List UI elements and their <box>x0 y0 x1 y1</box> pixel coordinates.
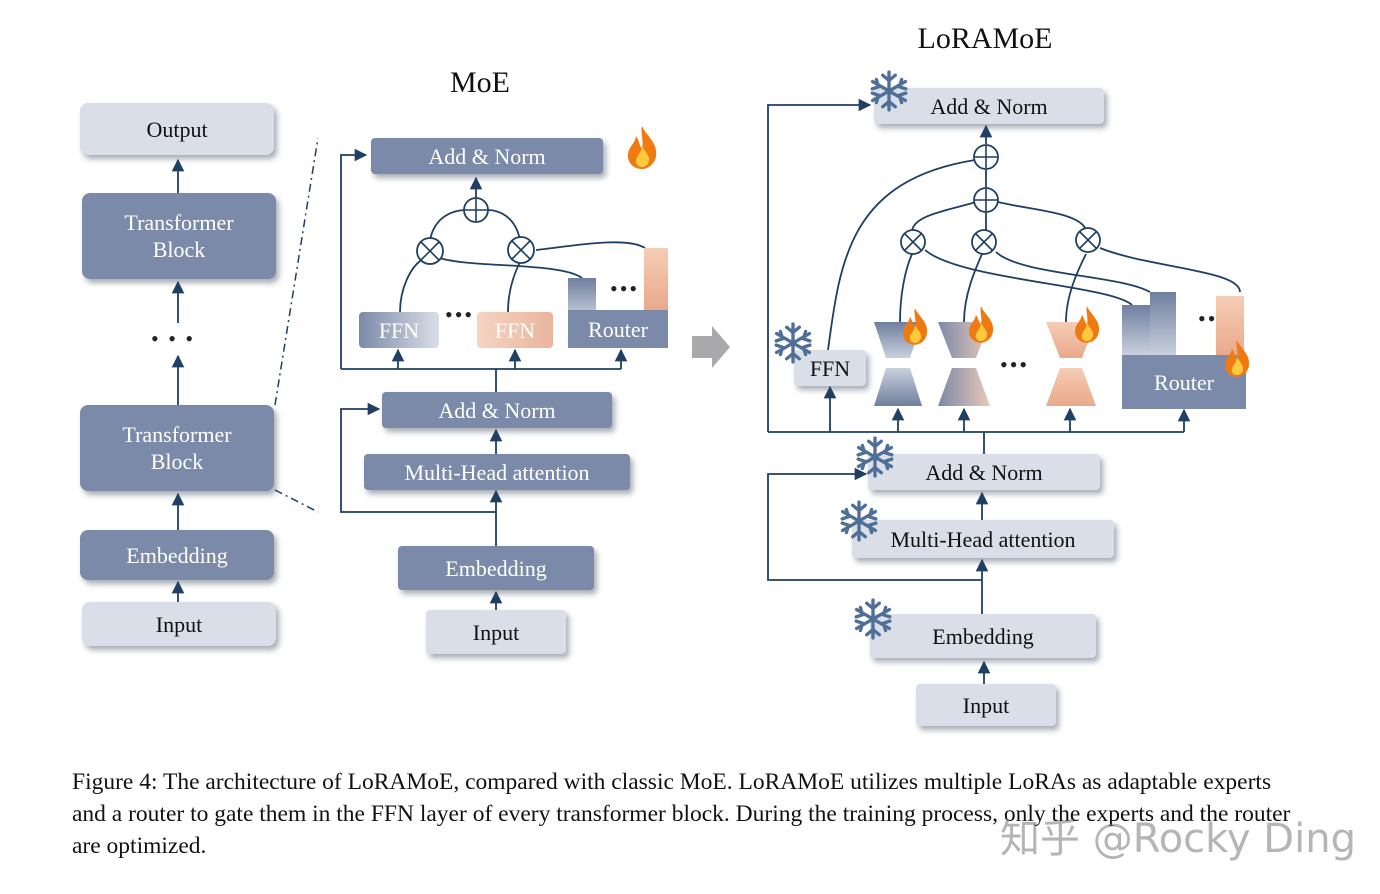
moe-embedding-label: Embedding <box>445 555 547 581</box>
left-embedding-box: Embedding <box>80 530 274 580</box>
lora-expert-3 <box>1046 322 1096 406</box>
flame-icon <box>964 304 998 349</box>
loramoe-embedding-label: Embedding <box>932 623 1034 649</box>
moe-ffn-2: FFN <box>477 312 553 348</box>
flame-icon <box>1220 338 1254 383</box>
loramoe-router: Router <box>1122 355 1246 409</box>
flame-icon <box>1070 304 1104 349</box>
moe-add-norm-top: Add & Norm <box>371 138 603 174</box>
moe-router: Router <box>568 310 668 348</box>
moe-add-norm-bottom: Add & Norm <box>382 392 612 428</box>
moe-ffn-2-label: FFN <box>494 317 536 343</box>
transformer-block-top-label: Transformer Block <box>124 210 234 262</box>
figure-caption: Figure 4: The architecture of LoRAMoE, c… <box>72 769 1291 859</box>
moe-router-label: Router <box>588 316 648 342</box>
moe-attention-label: Multi-Head attention <box>404 459 590 485</box>
transformer-block-top: Transformer Block <box>82 193 276 279</box>
snowflake-icon <box>852 598 894 645</box>
loramoe-router-label: Router <box>1154 369 1214 395</box>
moe-attention: Multi-Head attention <box>364 454 630 490</box>
loramoe-add-norm-bottom-label: Add & Norm <box>925 459 1043 485</box>
moe-ffn-1: FFN <box>359 312 439 348</box>
loramoe-input: Input <box>916 684 1056 726</box>
moe-input: Input <box>426 610 566 654</box>
flame-icon <box>622 124 662 175</box>
loramoe-title: LoRAMoE <box>917 22 1053 55</box>
loramoe-input-label: Input <box>962 692 1010 718</box>
flame-icon <box>898 306 932 351</box>
snowflake-icon <box>838 500 880 547</box>
loramoe-attention: Multi-Head attention <box>852 520 1114 558</box>
loramoe-add-norm-top-label: Add & Norm <box>930 93 1048 119</box>
loramoe-dots-2: •• <box>1198 306 1218 331</box>
transformer-block-bottom-label: Transformer Block <box>122 422 232 474</box>
left-embedding-label: Embedding <box>126 542 228 568</box>
moe-title: MoE <box>450 66 510 99</box>
moe-add-norm-top-label: Add & Norm <box>428 143 546 169</box>
moe-input-label: Input <box>472 619 520 645</box>
output-label: Output <box>146 116 208 142</box>
watermark: 知乎 @Rocky Ding <box>1000 816 1356 862</box>
loramoe-attention-label: Multi-Head attention <box>890 526 1076 552</box>
snowflake-icon <box>854 436 896 483</box>
left-input-label: Input <box>155 611 203 637</box>
moe-embedding: Embedding <box>398 546 594 590</box>
left-input-box: Input <box>82 602 276 646</box>
loramoe-ffn-label: FFN <box>809 355 851 381</box>
moe-dots-2: ••• <box>610 276 640 301</box>
loramoe-dots-1: ••• <box>1000 352 1030 377</box>
loramoe-add-norm-bottom: Add & Norm <box>868 454 1100 490</box>
left-ellipsis: • • • <box>151 326 196 351</box>
snowflake-icon <box>772 322 814 369</box>
transformer-block-bottom: Transformer Block <box>80 405 274 491</box>
output-box: Output <box>80 103 274 155</box>
right-arrow-icon <box>692 326 730 368</box>
moe-ffn-1-label: FFN <box>378 317 420 343</box>
moe-dots-1: ••• <box>445 302 475 327</box>
loramoe-add-norm-top: Add & Norm <box>874 88 1104 124</box>
moe-add-norm-bottom-label: Add & Norm <box>438 397 556 423</box>
loramoe-embedding: Embedding <box>870 614 1096 658</box>
snowflake-icon <box>868 70 910 117</box>
